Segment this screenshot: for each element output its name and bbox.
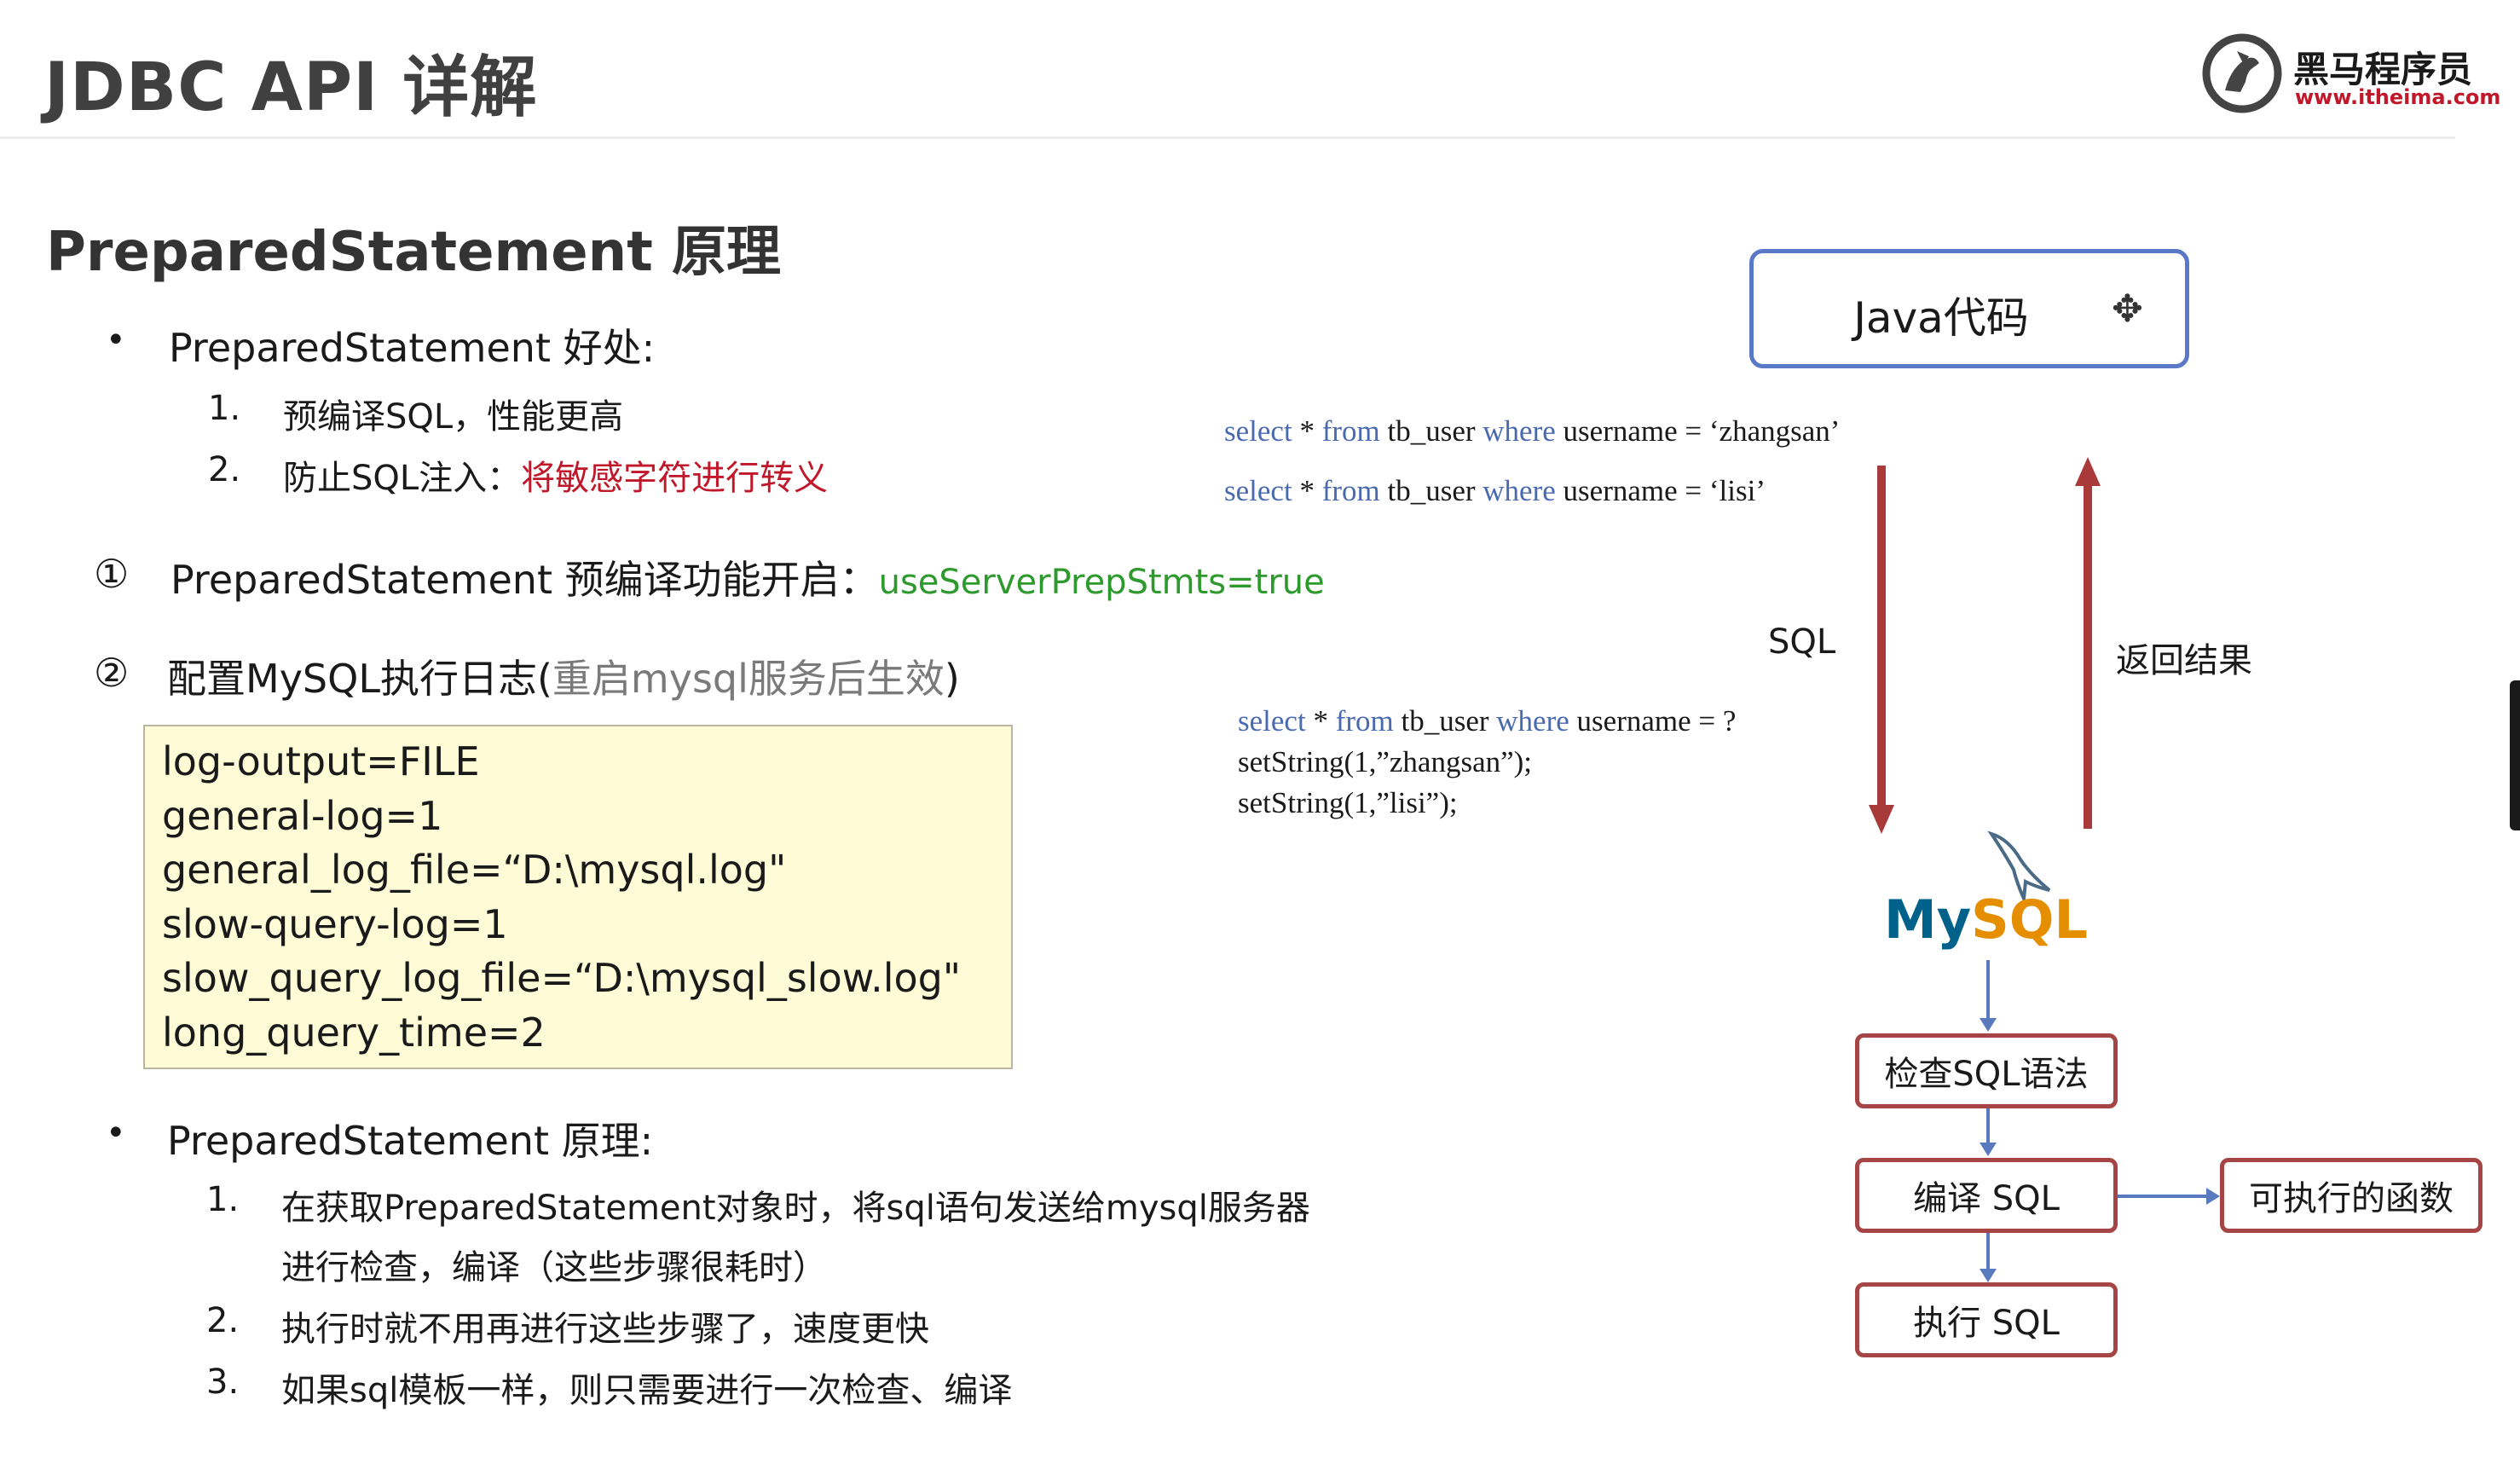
compile-sql-box: 编译 SQL (1855, 1158, 2118, 1233)
bullet-dot: • (106, 1114, 126, 1153)
benefit-num-2: 2. (208, 450, 241, 489)
sql-token: tb_user (1379, 414, 1483, 448)
flow-connector (1986, 960, 1990, 1023)
flow-connector (1986, 1108, 1990, 1148)
sql-arrow-head-icon (1869, 805, 1894, 834)
log-line: slow_query_log_file=“D:\mysql_slow.log" (162, 955, 962, 1001)
sql-keyword: select (1238, 704, 1306, 738)
logo-name: 黑马程序员 (2293, 49, 2473, 90)
principle-text-3: 如果sql模板一样，则只需要进行一次检查、编译 (281, 1371, 1013, 1410)
sql-keyword: select (1224, 414, 1292, 448)
benefit-text-2-label: 防止SQL注入： (283, 459, 522, 498)
sql-token: * (1305, 704, 1336, 738)
sql-prepared: select * from tb_user where username = ? (1238, 704, 1736, 738)
side-panel-handle[interactable] (2510, 680, 2520, 830)
benefit-num-1: 1. (208, 389, 241, 428)
sql-query-1: select * from tb_user where username = ‘… (1224, 414, 1840, 448)
step1-label: PreparedStatement 预编译功能开启： (171, 557, 879, 603)
sql-arrow-shaft (1877, 466, 1886, 815)
logo-url: www.itheima.com (2295, 85, 2501, 109)
move-cursor-icon: ✥ (2112, 287, 2143, 331)
flow-arrow-icon (1980, 1269, 1997, 1282)
sql-label: SQL (1768, 622, 1836, 662)
log-line: log-output=FILE (162, 738, 480, 784)
return-arrow-shaft (2084, 483, 2092, 829)
sql-token: tb_user (1393, 704, 1497, 738)
step2-text: 配置MySQL执行日志(重启mysql服务后生效) (167, 648, 960, 704)
sql-keyword: from (1321, 474, 1380, 507)
sql-keyword: from (1321, 414, 1380, 448)
sql-token: * (1292, 474, 1322, 507)
step1-text: PreparedStatement 预编译功能开启：useServerPrepS… (171, 549, 1325, 605)
sql-query-2: select * from tb_user where username = ‘… (1224, 474, 1766, 508)
bullet-dot: • (106, 321, 126, 360)
section-title: PreparedStatement 原理 (46, 221, 782, 284)
sql-keyword: select (1224, 474, 1292, 507)
java-code-box: Java代码 ✥ (1749, 249, 2189, 368)
set-string-2: setString(1,”lisi”); (1238, 786, 1458, 819)
benefits-heading: PreparedStatement 好处: (169, 325, 656, 371)
step2-close: ) (944, 656, 960, 702)
log-line: long_query_time=2 (162, 1009, 546, 1056)
principle-text-2: 执行时就不用再进行这些步骤了，速度更快 (281, 1310, 929, 1349)
principle-num-3: 3. (206, 1363, 240, 1402)
sql-token: username = ? (1569, 704, 1737, 738)
sql-token: tb_user (1379, 474, 1483, 507)
sql-keyword: where (1483, 414, 1556, 448)
step2-label: 配置MySQL执行日志( (167, 656, 552, 702)
flow-arrow-icon (1980, 1018, 1997, 1032)
benefit-text-1: 预编译SQL，性能更高 (283, 397, 624, 437)
itheima-logo: 黑马程序员 www.itheima.com (2199, 27, 2500, 121)
step1-code: useServerPrepStmts=true (878, 563, 1325, 602)
principle-heading: PreparedStatement 原理: (167, 1118, 654, 1164)
header-divider (0, 136, 2455, 139)
principle-num-2: 2. (206, 1301, 240, 1340)
log-config-box: log-output=FILE general-log=1 general_lo… (143, 725, 1013, 1069)
mysql-logo-my: My (1884, 888, 1972, 951)
page-title: JDBC API 详解 (44, 49, 538, 126)
principle-text-1: 在获取PreparedStatement对象时，将sql语句发送给mysql服务… (281, 1189, 1310, 1228)
dolphin-icon (1987, 830, 2051, 905)
flow-connector (2116, 1195, 2211, 1198)
horse-logo-icon (2202, 33, 2282, 113)
mysql-logo: MySQL (1884, 888, 2088, 951)
log-line: general-log=1 (162, 792, 443, 839)
log-line: slow-query-log=1 (162, 900, 508, 947)
executable-function-box: 可执行的函数 (2220, 1158, 2482, 1233)
set-string-1: setString(1,”zhangsan”); (1238, 745, 1533, 778)
benefit-text-2: 防止SQL注入：将敏感字符进行转义 (283, 450, 828, 500)
java-code-label: Java代码 (1853, 293, 2029, 343)
sql-keyword: where (1496, 704, 1569, 738)
step2-note: 重启mysql服务后生效 (552, 656, 945, 702)
principle-num-1: 1. (206, 1180, 240, 1219)
benefit-highlight: 将敏感字符进行转义 (521, 459, 829, 498)
sql-keyword: from (1335, 704, 1394, 738)
mysql-logo-sql: SQL (1971, 888, 2088, 951)
flow-connector (1986, 1233, 1990, 1274)
sql-keyword: where (1483, 474, 1556, 507)
principle-text-1b: 进行检查，编译（这些步骤很耗时） (281, 1248, 827, 1287)
step2-marker: ② (94, 650, 130, 696)
flow-arrow-icon (1980, 1143, 1997, 1156)
return-arrow-head-icon (2075, 457, 2101, 486)
log-line: general_log_file=“D:\mysql.log" (162, 847, 787, 893)
return-label: 返回结果 (2116, 641, 2252, 680)
sql-token: username = ‘lisi’ (1555, 474, 1766, 507)
step1-marker: ① (94, 551, 130, 597)
sql-token: username = ‘zhangsan’ (1555, 414, 1841, 448)
flow-arrow-icon (2206, 1188, 2220, 1205)
execute-sql-box: 执行 SQL (1855, 1282, 2118, 1357)
check-sql-box: 检查SQL语法 (1855, 1033, 2118, 1108)
sql-token: * (1292, 414, 1322, 448)
